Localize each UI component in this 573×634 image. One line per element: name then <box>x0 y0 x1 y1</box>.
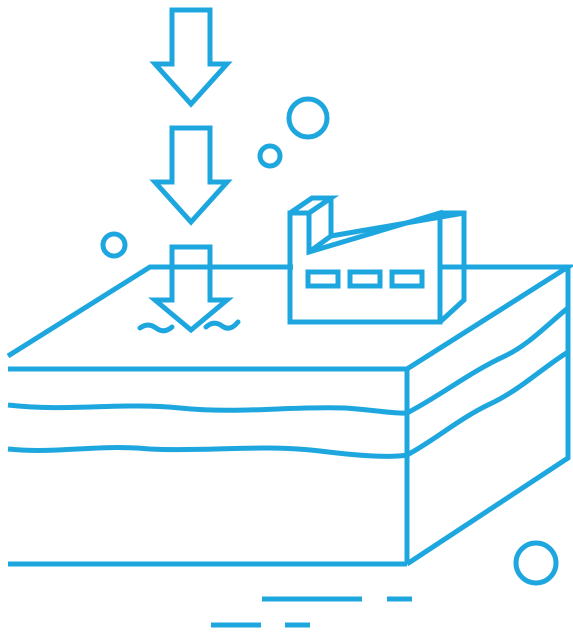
factory-window <box>305 269 341 289</box>
factory-window <box>389 269 425 289</box>
bubble-icon <box>100 231 128 259</box>
bubble-icon <box>286 96 330 140</box>
ground-layer-line <box>405 349 570 458</box>
ground-layers-icon <box>6 264 573 567</box>
down-arrow-icon <box>148 244 234 334</box>
ground-dashes <box>211 596 412 628</box>
bubble-icon <box>257 143 283 169</box>
ground-layer-line <box>7 445 408 459</box>
ground-top-edge <box>6 264 293 359</box>
bubbles <box>100 96 559 586</box>
ground-layer-line <box>405 306 570 416</box>
arrow-stack <box>148 7 234 334</box>
ground-layer-line <box>7 402 408 416</box>
bubble-icon <box>513 540 559 586</box>
down-arrow-icon <box>149 125 233 226</box>
ground-top-edge-right <box>8 264 573 372</box>
down-arrow-icon <box>149 7 233 108</box>
impact-splash <box>137 319 241 334</box>
factory-window <box>347 269 383 289</box>
ground-right-face <box>405 267 571 567</box>
factory-roof <box>330 210 465 239</box>
factory-icon <box>287 195 467 325</box>
